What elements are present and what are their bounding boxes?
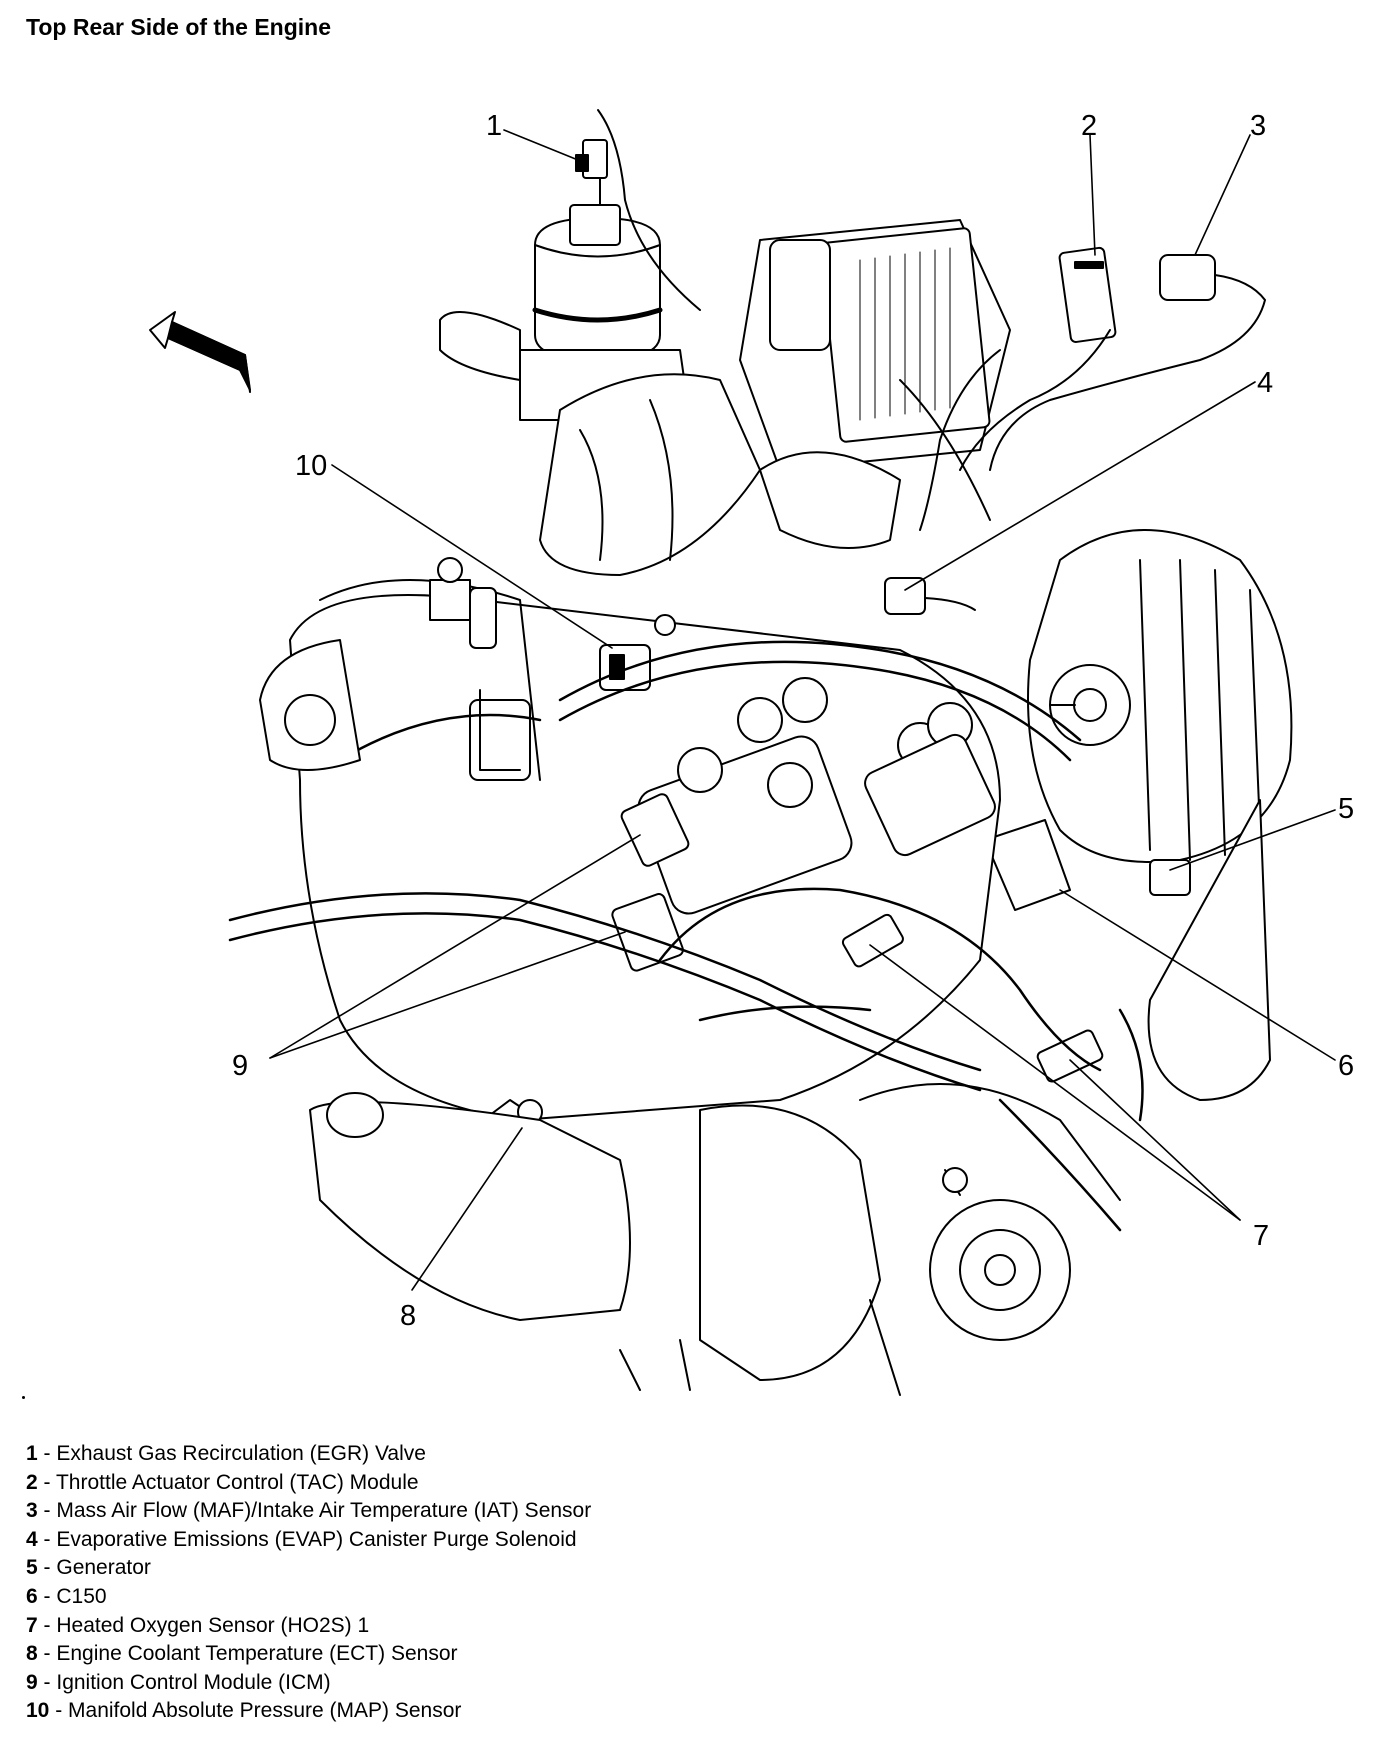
legend: 1 - Exhaust Gas Recirculation (EGR) Valv… [26, 1440, 591, 1726]
generator [1027, 529, 1293, 1101]
callout-8: 8 [400, 1300, 416, 1332]
legend-number: 5 [26, 1556, 38, 1580]
legend-item: 9 - Ignition Control Module (ICM) [26, 1669, 591, 1698]
legend-label: Mass Air Flow (MAF)/Intake Air Temperatu… [56, 1499, 592, 1523]
legend-separator: - [49, 1699, 69, 1723]
legend-number: 3 [26, 1499, 38, 1523]
legend-separator: - [37, 1527, 57, 1551]
legend-label: Generator [56, 1556, 151, 1580]
legend-item: 4 - Evaporative Emissions (EVAP) Caniste… [26, 1526, 591, 1555]
legend-number: 10 [26, 1699, 50, 1723]
legend-separator: - [37, 1442, 57, 1465]
legend-label: Throttle Actuator Control (TAC) Module [55, 1470, 419, 1494]
legend-label: Manifold Absolute Pressure (MAP) Sensor [68, 1699, 462, 1723]
legend-number: 2 [26, 1470, 38, 1494]
legend-separator: - [37, 1556, 57, 1580]
legend-label: C150 [56, 1584, 107, 1608]
legend-separator: - [37, 1499, 57, 1523]
callout-5: 5 [1338, 793, 1354, 825]
legend-label: Ignition Control Module (ICM) [56, 1670, 331, 1694]
legend-label: Engine Coolant Temperature (ECT) Sensor [56, 1642, 458, 1666]
legend-number: 6 [26, 1584, 38, 1608]
callout-6: 6 [1338, 1050, 1354, 1082]
stray-dot [22, 1396, 25, 1399]
legend-separator: - [37, 1613, 57, 1637]
legend-item: 1 - Exhaust Gas Recirculation (EGR) Valv… [26, 1440, 591, 1469]
evap-solenoid [759, 451, 976, 615]
callout-10: 10 [295, 450, 327, 482]
legend-separator: - [37, 1470, 56, 1494]
throttle-body [739, 219, 1011, 471]
callout-4: 4 [1257, 367, 1273, 399]
callout-7: 7 [1253, 1220, 1269, 1252]
callout-labels: 1 2 3 4 5 6 7 8 9 10 [232, 110, 1354, 1332]
legend-item: 5 - Generator [26, 1554, 591, 1583]
legend-label: Exhaust Gas Recirculation (EGR) Valve [56, 1442, 426, 1465]
legend-number: 9 [26, 1670, 38, 1694]
ho2s-connectors [841, 913, 1104, 1196]
tac-connector [1058, 246, 1117, 343]
legend-item: 6 - C150 [26, 1583, 591, 1612]
legend-separator: - [37, 1642, 57, 1666]
egr-valve [439, 109, 701, 421]
callout-9: 9 [232, 1050, 248, 1082]
direction-arrow-icon [149, 311, 251, 393]
legend-number: 7 [26, 1613, 38, 1637]
legend-label: Heated Oxygen Sensor (HO2S) 1 [56, 1613, 370, 1637]
c150-connector [984, 819, 1071, 911]
legend-separator: - [37, 1584, 57, 1608]
legend-item: 3 - Mass Air Flow (MAF)/Intake Air Tempe… [26, 1497, 591, 1526]
maf-connector [989, 254, 1266, 471]
legend-item: 10 - Manifold Absolute Pressure (MAP) Se… [26, 1697, 591, 1726]
callout-2: 2 [1081, 110, 1097, 142]
legend-separator: - [37, 1670, 57, 1694]
legend-number: 4 [26, 1527, 38, 1551]
legend-number: 1 [26, 1442, 38, 1465]
legend-item: 8 - Engine Coolant Temperature (ECT) Sen… [26, 1640, 591, 1669]
legend-item: 2 - Throttle Actuator Control (TAC) Modu… [26, 1469, 591, 1498]
callout-1: 1 [486, 110, 502, 142]
engine-diagram: 1 2 3 4 5 6 7 8 9 10 [149, 109, 1354, 1396]
legend-number: 8 [26, 1642, 38, 1666]
legend-item: 7 - Heated Oxygen Sensor (HO2S) 1 [26, 1612, 591, 1641]
legend-label: Evaporative Emissions (EVAP) Canister Pu… [56, 1527, 577, 1551]
callout-3: 3 [1250, 110, 1266, 142]
page-title: Top Rear Side of the Engine [26, 14, 331, 40]
